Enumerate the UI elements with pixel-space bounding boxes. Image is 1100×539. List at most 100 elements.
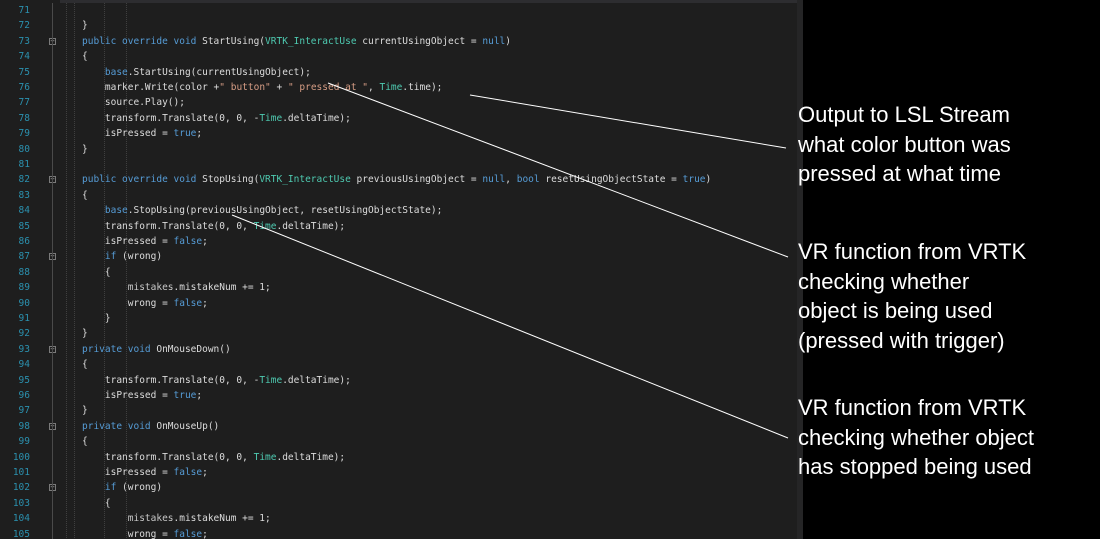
code-token: Time [259,112,283,124]
line-number: 73 [18,35,30,47]
code-line[interactable]: isPressed = true; [82,126,202,141]
code-token: { [82,51,88,63]
code-token: { [82,436,88,448]
vertical-scrollbar[interactable] [797,0,803,539]
code-token: VRTK_InteractUse [265,35,357,47]
code-token: wrong = [82,528,174,539]
code-token: ; [202,236,208,247]
code-line[interactable]: mistakes.mistakeNum += 1; [82,511,271,526]
code-token: currentUsingObject = [356,35,483,47]
code-token: public override void [82,35,203,47]
code-token: isPressed = [82,467,174,478]
line-number: 88 [18,266,30,278]
code-token: transform.Translate(0, 0, [82,220,254,232]
code-token: private void [82,343,157,355]
line-number: 93 [18,343,30,355]
code-line[interactable]: isPressed = true; [82,388,202,403]
editor-tab-strip [0,0,803,3]
code-line[interactable]: } [82,311,111,326]
code-line[interactable]: { [82,496,111,511]
line-number: 104 [12,513,30,525]
code-token: true [173,128,197,140]
line-number: 103 [12,497,30,509]
code-token: Time [379,82,403,93]
code-line[interactable]: { [82,265,111,280]
annotation-stop-using: VR function from VRTK checking whether o… [798,395,1035,479]
code-line[interactable]: { [82,49,88,64]
leader-line-start-using [327,82,789,258]
line-number: 85 [18,220,30,232]
line-number: 99 [18,436,30,448]
code-token: true [682,174,706,186]
code-line[interactable]: private void OnMouseUp() [82,419,219,434]
line-number: 98 [18,420,30,432]
indent-guide [104,3,105,539]
code-line[interactable]: wrong = false; [82,296,208,311]
code-token: .StartUsing(currentUsingObject); [127,66,311,78]
code-token: private void [82,420,157,432]
code-line[interactable]: source.Play(); [82,95,185,110]
code-line[interactable]: transform.Translate(0, 0, Time.deltaTime… [82,219,345,234]
code-line[interactable]: isPressed = false; [82,234,208,249]
code-token: ; [202,528,208,539]
line-number: 101 [12,467,30,478]
code-line[interactable]: base.StopUsing(previousUsingObject, rese… [82,203,442,218]
code-token: .deltaTime); [282,112,351,124]
code-token: mistakes [82,513,174,525]
code-token: .deltaTime); [282,374,351,386]
line-number: 102 [12,482,30,494]
outline-line [52,3,53,539]
code-token: transform.Translate(0, 0, - [82,374,260,386]
code-line[interactable]: } [82,142,88,157]
code-token: .mistakeNum += 1; [173,282,271,294]
code-line[interactable]: } [82,326,88,341]
code-line[interactable]: transform.Translate(0, 0, Time.deltaTime… [82,450,345,465]
code-line[interactable]: marker.Write(color +" button" + " presse… [82,80,443,95]
code-line[interactable]: transform.Translate(0, 0, -Time.deltaTim… [82,111,351,126]
code-token: (wrong) [116,482,163,494]
line-number: 91 [18,313,30,324]
code-token: marker.Write(color + [82,82,220,93]
line-number: 82 [18,174,30,186]
line-number: 77 [18,97,30,109]
code-line[interactable]: mistakes.mistakeNum += 1; [82,280,271,295]
code-token: isPressed = [82,390,174,401]
code-line[interactable]: } [82,18,88,33]
code-token: , [368,82,380,93]
annotation-start-using: VR function from VRTK checking whether o… [798,239,1027,353]
code-token: isPressed = [82,128,174,140]
leader-line-lsl-output [469,94,787,149]
code-token: { [82,359,88,371]
code-line[interactable]: base.StartUsing(currentUsingObject); [82,65,311,80]
code-token: { [82,189,88,201]
line-number: 81 [18,159,30,170]
code-token: " button" [219,82,271,93]
code-line[interactable]: if (wrong) [82,480,162,495]
line-number: 79 [18,128,30,140]
code-line[interactable]: { [82,357,88,372]
code-line[interactable]: transform.Translate(0, 0, -Time.deltaTim… [82,373,351,388]
code-token: Time [253,451,277,463]
line-number: 84 [18,205,30,217]
code-token: transform.Translate(0, 0, [82,451,254,463]
line-number: 72 [18,20,30,32]
code-editor[interactable]: 717273−747576777879808182−8384858687−888… [0,0,803,539]
code-line[interactable]: public override void StartUsing(VRTK_Int… [82,34,511,49]
code-line[interactable]: if (wrong) [82,249,162,264]
code-token: true [173,390,197,401]
indent-guide [74,3,75,539]
code-line[interactable]: } [82,403,88,418]
code-line[interactable]: { [82,188,88,203]
code-token: ; [196,390,203,401]
code-line[interactable]: isPressed = false; [82,465,208,480]
code-line[interactable]: private void OnMouseDown() [82,342,231,357]
code-token: false [173,467,203,478]
code-line[interactable]: { [82,434,88,449]
code-line[interactable]: wrong = false; [82,527,208,539]
code-token: if [82,482,117,494]
code-token: isPressed = [82,236,174,247]
code-token: .deltaTime); [276,220,346,232]
code-token: false [173,528,203,539]
code-line[interactable]: public override void StopUsing(VRTK_Inte… [82,172,711,187]
code-token: resetUsingObjectState = [539,174,683,186]
